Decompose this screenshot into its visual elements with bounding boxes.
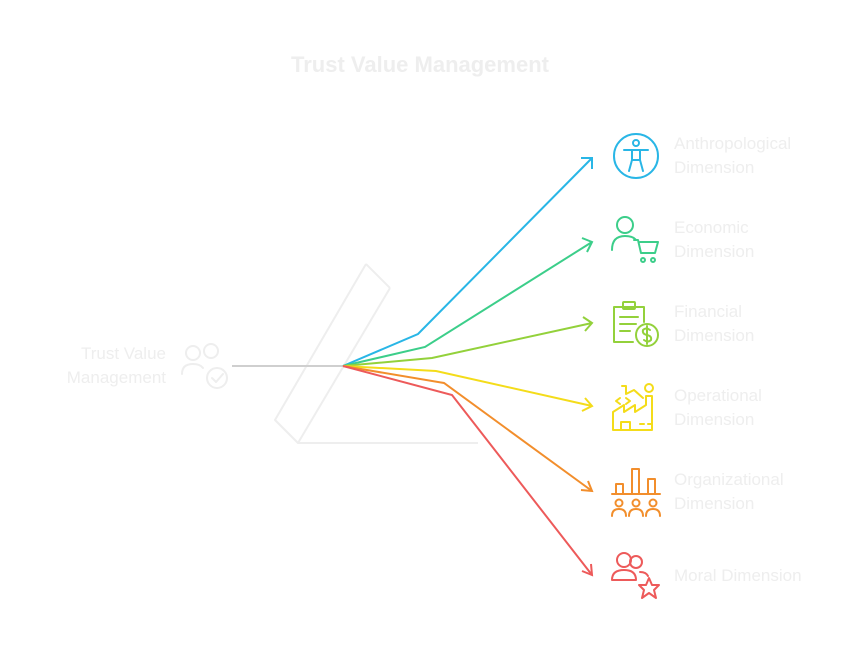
source-label: Trust Value Management (20, 342, 166, 390)
bar-chart-team-icon (611, 468, 661, 517)
dimension-label-economic: Economic Dimension (674, 216, 844, 264)
dimension-label-line2: Dimension (674, 326, 755, 345)
source-label-line2: Management (66, 368, 166, 387)
dimension-label-moral: Moral Dimension (674, 564, 844, 588)
dimension-label-line1: Moral Dimension (674, 566, 802, 585)
beam-financial (342, 322, 593, 367)
clipboard-dollar-icon (613, 301, 659, 347)
people-check-icon (181, 343, 228, 389)
person-cart-icon (611, 216, 659, 263)
dimension-label-line1: Organizational (674, 470, 784, 489)
arrowhead-financial (582, 316, 594, 332)
beam-operational (342, 365, 593, 407)
arrowhead-organizational (580, 480, 594, 493)
dimension-label-line1: Economic (674, 218, 749, 237)
beam-moral (342, 365, 593, 576)
arrowhead-operational (581, 397, 594, 412)
dimension-label-financial: Financial Dimension (674, 300, 844, 348)
factory-robot-arm-icon (612, 383, 654, 431)
diagram-title: Trust Value Management (291, 52, 549, 77)
people-star-icon (611, 552, 660, 599)
dimension-label-anthropological: Anthropological Dimension (674, 132, 844, 180)
dimension-label-line1: Anthropological (674, 134, 792, 153)
accessibility-person-icon (613, 133, 659, 179)
beam-anthropological (342, 157, 593, 367)
prism (274, 263, 478, 444)
dimension-label-line2: Dimension (674, 494, 755, 513)
beam-economic (342, 241, 593, 367)
source-label-line1: Trust Value (80, 344, 166, 363)
dimension-label-line1: Operational (674, 386, 762, 405)
arrowhead-anthropological (581, 157, 593, 169)
dimension-label-line2: Dimension (674, 410, 755, 429)
dimension-label-operational: Operational Dimension (674, 384, 844, 432)
dimension-label-organizational: Organizational Dimension (674, 468, 844, 516)
dimension-label-line2: Dimension (674, 242, 755, 261)
beam-organizational (342, 365, 593, 492)
dimension-label-line1: Financial (674, 302, 743, 321)
arrowhead-moral (581, 563, 594, 577)
arrowhead-economic (581, 237, 594, 253)
dimension-label-line2: Dimension (674, 158, 755, 177)
